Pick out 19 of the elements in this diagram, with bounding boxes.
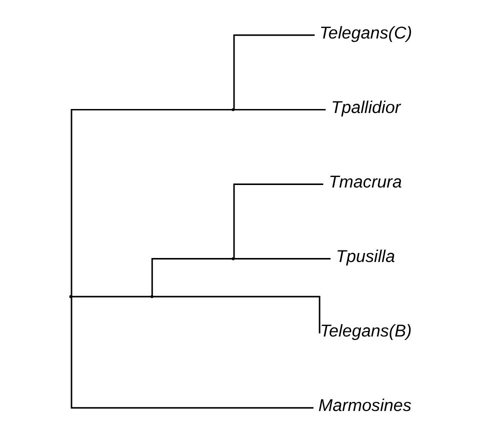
node-point	[150, 295, 154, 298]
node-text: Telegans(C)	[320, 23, 412, 42]
connector	[233, 184, 324, 259]
node-point	[232, 257, 235, 260]
connector	[234, 108, 326, 110]
connector	[70, 108, 232, 296]
connector	[233, 34, 315, 110]
connector	[234, 258, 331, 260]
node-text: Tmacrura	[328, 172, 402, 192]
node-text: Marmosines	[318, 396, 412, 416]
node-text: Telegans(B)	[320, 322, 412, 341]
connector	[72, 296, 151, 298]
node-point	[69, 295, 72, 298]
connector	[70, 297, 314, 409]
node-text: Tpusilla	[336, 247, 395, 266]
connector	[151, 258, 232, 296]
connector	[153, 296, 320, 334]
node-text: Tpallidior	[331, 98, 401, 117]
node-point	[232, 108, 235, 112]
